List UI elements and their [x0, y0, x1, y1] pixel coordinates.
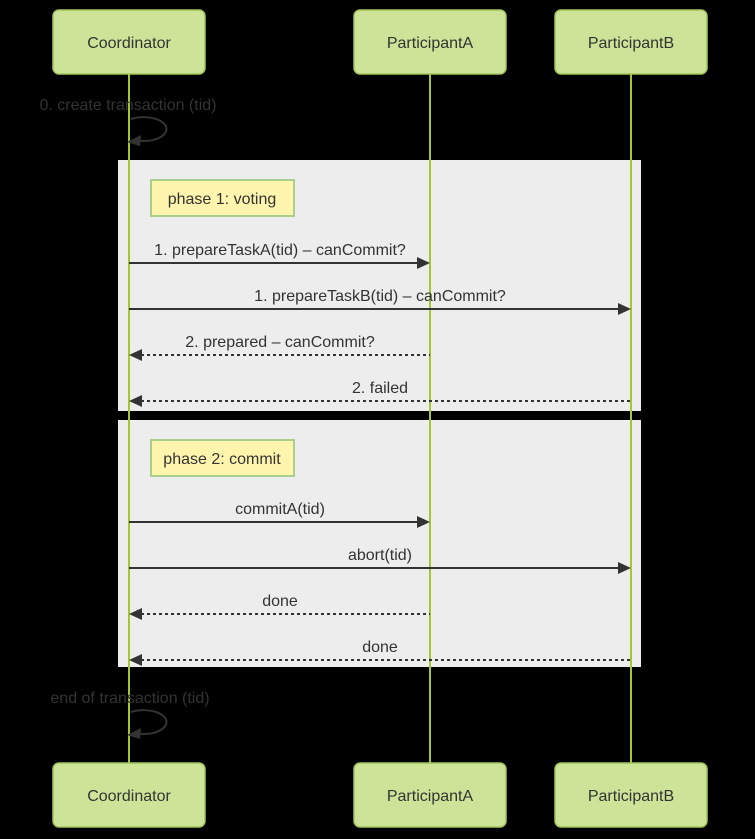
actor-bottom-coordinator: Coordinator	[52, 762, 206, 828]
message-done-b: done	[129, 639, 631, 666]
self-message-label: end of transaction (tid)	[50, 690, 209, 707]
actor-top-participant-b: ParticipantB	[554, 9, 708, 75]
arrowhead	[129, 349, 142, 361]
actor-label: Coordinator	[87, 788, 171, 805]
arrowhead	[417, 257, 430, 269]
note-phase-2: phase 2: commit	[150, 439, 295, 477]
message-prepared-reply: 2. prepared – canCommit?	[129, 334, 430, 361]
arrowhead	[618, 303, 631, 315]
self-message-create-transaction: 0. create transaction (tid)	[40, 97, 217, 146]
message-done-a: done	[129, 593, 430, 620]
note-box	[150, 179, 295, 217]
message-label: abort(tid)	[348, 547, 412, 564]
message-label: done	[362, 639, 398, 656]
message-failed-reply: 2. failed	[129, 380, 631, 407]
actor-box	[353, 762, 507, 828]
message-label: 1. prepareTaskA(tid) – canCommit?	[154, 242, 406, 259]
note-box	[150, 439, 295, 477]
message-label: 1. prepareTaskB(tid) – canCommit?	[254, 288, 506, 305]
actor-top-coordinator: Coordinator	[52, 9, 206, 75]
message-commit-a: commitA(tid)	[129, 501, 430, 528]
actor-label: Coordinator	[87, 35, 171, 52]
message-label: done	[262, 593, 298, 610]
self-message-label: 0. create transaction (tid)	[40, 97, 217, 114]
actor-label: ParticipantA	[387, 788, 474, 805]
arrowhead	[127, 728, 141, 739]
note-label: phase 1: voting	[168, 191, 277, 208]
actor-box	[52, 762, 206, 828]
note-phase-1: phase 1: voting	[150, 179, 295, 217]
actor-box	[554, 762, 708, 828]
arrowhead	[129, 654, 142, 666]
actor-label: ParticipantB	[588, 788, 674, 805]
arrowhead	[129, 608, 142, 620]
self-message-loop-arrow	[130, 116, 168, 143]
message-label: 2. failed	[352, 380, 408, 397]
actor-label: ParticipantB	[588, 35, 674, 52]
actor-box	[353, 9, 507, 75]
actor-label: ParticipantA	[387, 35, 474, 52]
arrowhead	[417, 516, 430, 528]
actor-bottom-participant-b: ParticipantB	[554, 762, 708, 828]
self-message-end-transaction: end of transaction (tid)	[50, 690, 210, 739]
message-prepare-task-b: 1. prepareTaskB(tid) – canCommit?	[129, 288, 631, 315]
message-abort: abort(tid)	[129, 547, 631, 574]
note-label: phase 2: commit	[163, 451, 281, 468]
arrowhead	[129, 395, 142, 407]
actor-box	[554, 9, 708, 75]
message-label: commitA(tid)	[235, 501, 325, 518]
message-label: 2. prepared – canCommit?	[185, 334, 375, 351]
actor-bottom-participant-a: ParticipantA	[353, 762, 507, 828]
actor-box	[52, 9, 206, 75]
self-message-loop-arrow	[130, 709, 168, 736]
message-prepare-task-a: 1. prepareTaskA(tid) – canCommit?	[129, 242, 430, 269]
arrowhead	[127, 135, 141, 146]
actor-top-participant-a: ParticipantA	[353, 9, 507, 75]
arrowhead	[618, 562, 631, 574]
